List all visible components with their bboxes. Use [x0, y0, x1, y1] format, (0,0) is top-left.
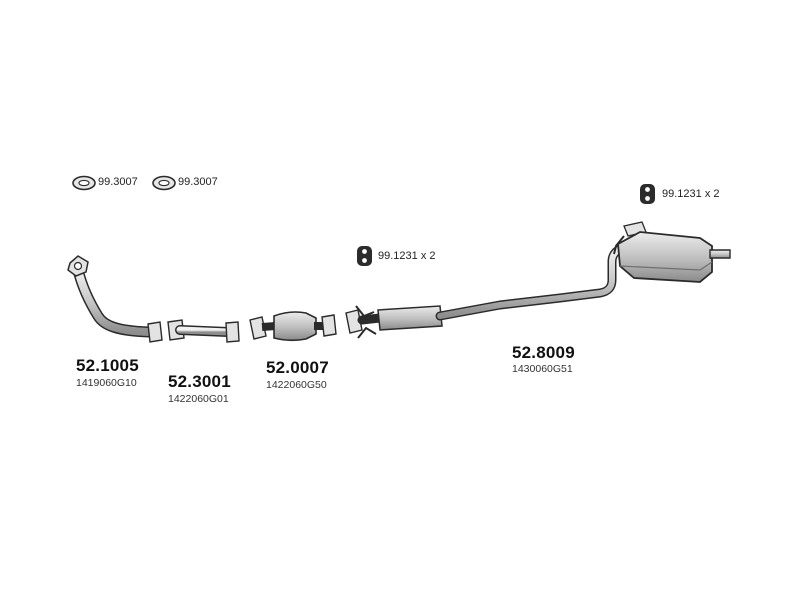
oem-number-rear-muffler: 1430060G51: [512, 363, 573, 375]
rubber-mount-icon[interactable]: [640, 184, 655, 204]
part-number-intermediate-pipe: 52.3001: [168, 372, 231, 391]
part-number-front-pipe: 52.1005: [76, 356, 139, 375]
gasket-ring-icon[interactable]: [152, 175, 176, 191]
oem-number-catalytic-converter: 1422060G50: [266, 379, 327, 391]
oem-number-intermediate-pipe: 1422060G01: [168, 393, 229, 405]
oem-number-front-pipe: 1419060G10: [76, 377, 137, 389]
part-number-catalytic-converter: 52.0007: [266, 358, 329, 377]
intermediate-pipe-icon[interactable]: [167, 319, 240, 343]
mount-label: 99.1231 x 2: [662, 188, 720, 200]
part-number-rear-muffler: 52.8009: [512, 343, 575, 362]
gasket-ring-icon[interactable]: [72, 175, 96, 191]
gasket-label: 99.3007: [178, 176, 218, 188]
rubber-mount-icon[interactable]: [357, 246, 372, 266]
gasket-label: 99.3007: [98, 176, 138, 188]
catalytic-converter-icon[interactable]: [249, 311, 337, 342]
front-pipe-icon[interactable]: [67, 255, 163, 343]
rear-muffler-icon[interactable]: [345, 221, 731, 339]
mount-label: 99.1231 x 2: [378, 250, 436, 262]
